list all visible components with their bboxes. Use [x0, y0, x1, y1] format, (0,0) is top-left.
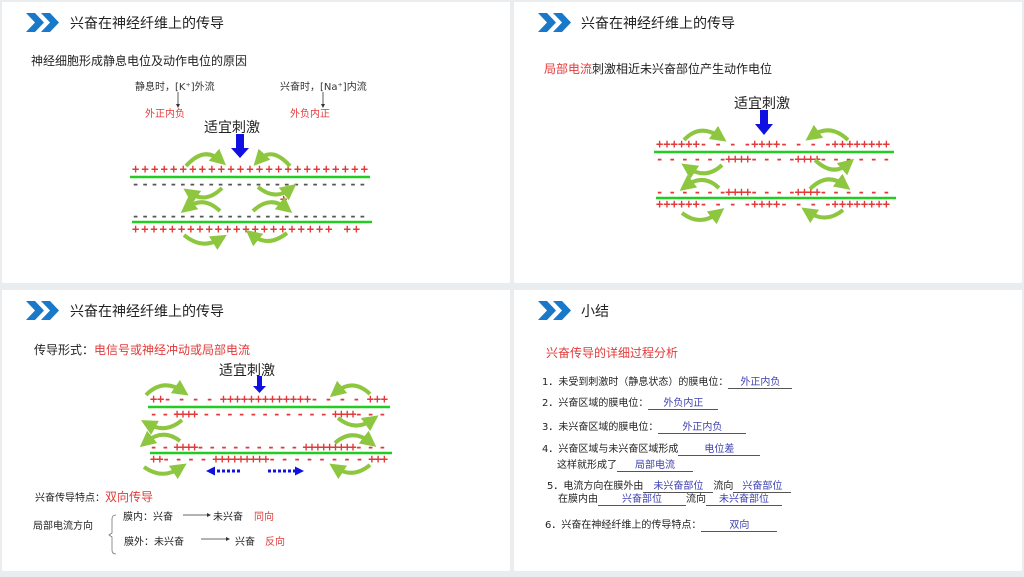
slide-subtitle: 神经细胞形成静息电位及动作电位的原因 [31, 54, 248, 68]
chevron-icon [538, 13, 571, 32]
answer-blank: 局部电流 [617, 460, 693, 472]
summary-item-6: 6．兴奋在神经纤维上的传导特点：双向 [545, 516, 778, 532]
charges-top-in: - - - - - - - - - - - - - - - - - - - - … [132, 177, 366, 191]
charges-bottom-in: - - ++++- - - - - - - - - +++++++++- - - [150, 440, 386, 454]
answer-blank: 外正内负 [658, 422, 747, 434]
question-text: 在膜内由 [558, 494, 598, 505]
nerve-fiber-diagram-3: ++- - - - +++++++++++++- - - - +++ - - +… [108, 376, 392, 555]
charges-top-out: ++++++- - - -++++- - - -++++++++ [656, 137, 890, 151]
question-text: 4．兴奋区域与未兴奋区域形成 [542, 444, 679, 455]
summary-heading: 兴奋传导的详细过程分析 [546, 346, 679, 360]
stimulus-arrow-icon [231, 134, 249, 158]
inside-to: 未兴奋 [213, 512, 243, 523]
question-text: 流向 [713, 481, 734, 492]
summary-item-3: 3．未兴奋区域的膜电位：外正内负 [542, 418, 747, 434]
summary-item-1: 1．未受到刺激时（静息状态）的膜电位：外正内负 [542, 373, 793, 389]
question-text: 这样就形成了 [557, 460, 617, 471]
charges-bottom-out: ++- - - - +++++++++- - - - - - - - +++ [150, 452, 388, 466]
slide-title: 兴奋在神经纤维上的传导 [70, 16, 224, 32]
answer-blank: 双向 [701, 520, 778, 532]
slide-subtitle: 局部电流刺激相近未兴奋部位产生动作电位 [544, 60, 772, 77]
outside-direction: 反向 [265, 537, 285, 548]
answer-blank: 兴奋部位 [598, 494, 686, 506]
outside-to: 兴奋 [235, 537, 255, 548]
summary-item-4: 4．兴奋区域与未兴奋区域形成电位差 [542, 440, 761, 456]
stimulus-label: 适宜刺激 [204, 120, 260, 136]
charges-bottom-in: - - - - - -++++- - - -++++- - - - - - [656, 185, 890, 199]
subtitle-rest: 刺激相近未兴奋部位产生动作电位 [592, 62, 773, 76]
stimulus-arrow-icon [253, 376, 266, 393]
chevron-icon [538, 301, 571, 320]
charges-bottom-out: ++++++- - - -++++- - - -++++++++ [656, 197, 890, 211]
question-text: 3．未兴奋区域的膜电位： [542, 422, 659, 433]
local-current-arrow-icon [180, 148, 297, 250]
resting-label: 静息时，[K⁺]外流 [135, 82, 215, 93]
answer-blank: 兴奋部位 [733, 481, 792, 493]
nerve-fiber-diagram-1: +++++++++++++++++++++++++ - - - - - - - … [130, 134, 372, 250]
current-direction-label: 局部电流方向 [33, 521, 93, 532]
stimulus-arrow-icon [755, 110, 773, 135]
local-current-arrow-icon [139, 379, 379, 480]
slide-title: 兴奋在神经纤维上的传导 [70, 304, 224, 320]
inside-label: 膜内：兴奋 [123, 512, 173, 523]
chevron-icon [26, 301, 59, 320]
slide-title: 小结 [581, 304, 609, 320]
form-label: 传导形式： [34, 343, 95, 357]
charges-bottom-out: ++++++++++++++++++++++ ++ [132, 222, 360, 236]
question-text: 2．兴奋区域的膜电位： [542, 398, 649, 409]
slide-4 [514, 290, 1022, 571]
conduction-feature: 兴奋传导特点：双向传导 [35, 488, 153, 505]
stimulus-label: 适宜刺激 [219, 363, 275, 379]
feature-label: 兴奋传导特点： [35, 493, 105, 504]
local-current-highlight: 局部电流 [544, 62, 593, 76]
form-value: 电信号或神经冲动或局部电流 [94, 343, 251, 357]
answer-blank: 未兴奋部位 [643, 481, 714, 493]
inside-direction: 同向 [254, 512, 274, 523]
question-text: 5．电流方向在膜外由 [547, 481, 644, 492]
question-text: 1．未受到刺激时（静息状态）的膜电位： [542, 377, 729, 388]
summary-item-5: 5．电流方向在膜外由未兴奋部位流向兴奋部位 [547, 477, 792, 493]
chevron-icon [26, 13, 59, 32]
feature-value: 双向传导 [105, 490, 154, 504]
question-text: 流向 [686, 494, 706, 505]
excited-label: 兴奋时，[Na⁺]内流 [280, 82, 367, 93]
question-text: 6．兴奋在神经纤维上的传导特点： [545, 520, 702, 531]
excited-result: 外负内正 [290, 109, 330, 120]
local-current-arrow-icon [679, 124, 855, 225]
answer-blank: 外负内正 [648, 398, 719, 410]
slide-3 [2, 290, 510, 571]
charges-top-in: - - ++++ - - - - - - - - - - - ++++- - - [150, 407, 386, 421]
resting-result: 外正内负 [145, 109, 185, 120]
charges-top-out: +++++++++++++++++++++++++ [132, 162, 368, 176]
charges-top-in: - - - - - -++++- - - -++++- - - - - - [656, 152, 890, 166]
answer-blank: 外正内负 [728, 377, 793, 389]
answer-blank: 电位差 [678, 444, 761, 456]
charges-top-out: ++- - - - +++++++++++++- - - - +++ [150, 392, 388, 406]
summary-item-5b: 在膜内由兴奋部位流向未兴奋部位 [558, 490, 782, 506]
outside-label: 膜外：未兴奋 [124, 537, 184, 548]
slide-title: 兴奋在神经纤维上的传导 [581, 16, 735, 32]
nerve-fiber-diagram-2: ++++++- - - -++++- - - -++++++++ - - - -… [654, 110, 896, 225]
slide-2 [514, 2, 1022, 283]
summary-item-4b: 这样就形成了局部电流 [557, 456, 693, 472]
stimulus-label: 适宜刺激 [734, 96, 790, 112]
answer-blank: 未兴奋部位 [706, 494, 782, 506]
charges-bottom-in: - - - - - - - - - - - - - - - - - - - - … [132, 209, 366, 223]
conduction-form: 传导形式：电信号或神经冲动或局部电流 [34, 341, 250, 358]
brace-icon [108, 514, 117, 555]
summary-item-2: 2．兴奋区域的膜电位：外负内正 [542, 394, 719, 410]
